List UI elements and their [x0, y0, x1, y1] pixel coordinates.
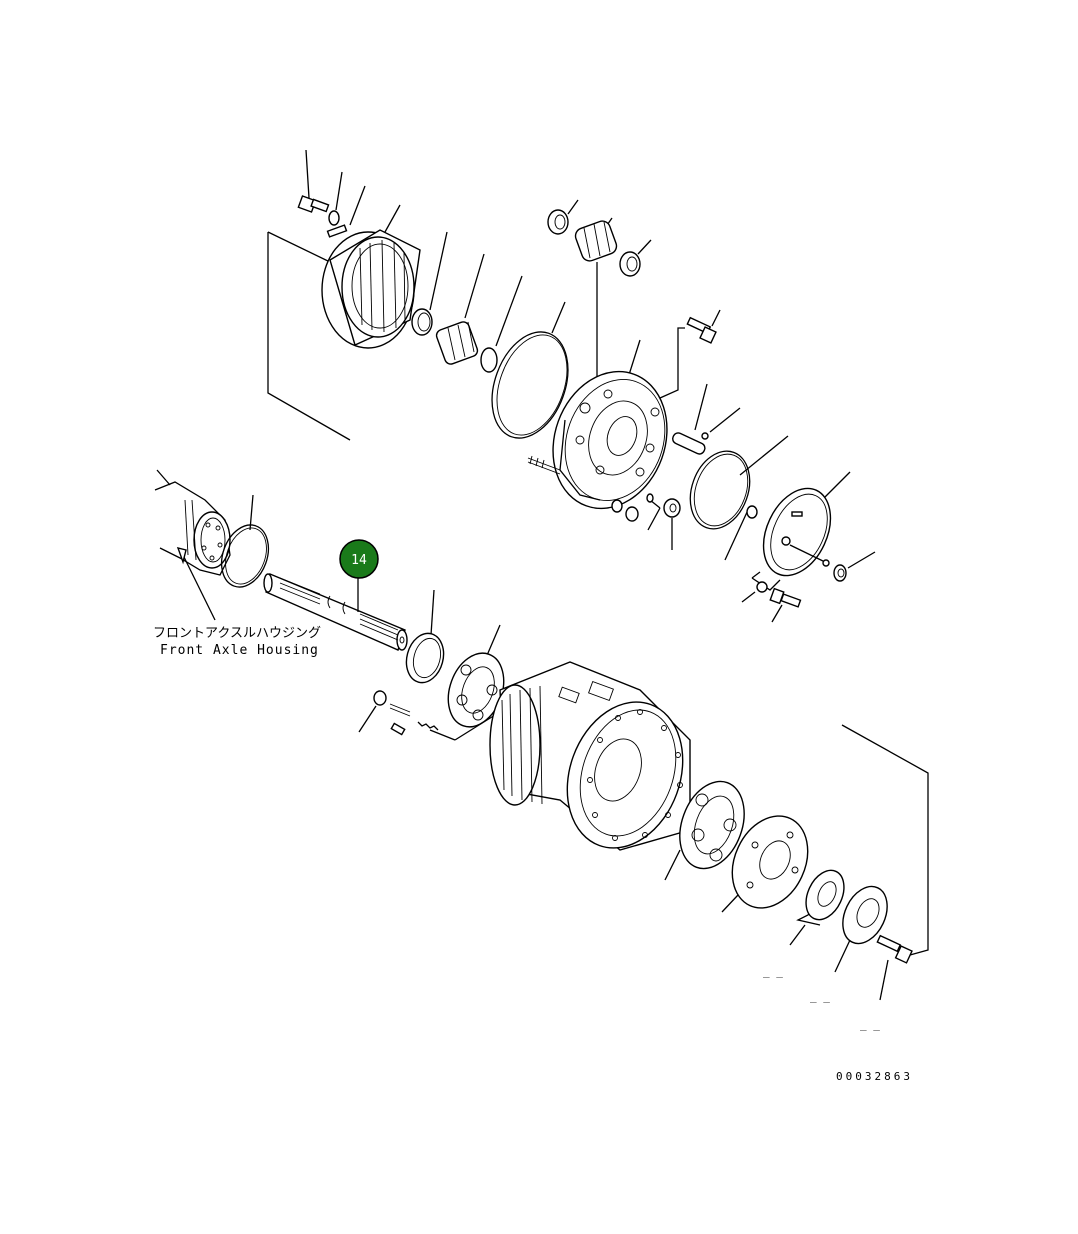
needle-bearing-top	[435, 253, 485, 365]
top-assembly	[267, 149, 876, 623]
flange	[721, 815, 809, 913]
bolt-washer-set	[741, 551, 876, 623]
drawing-number: 00032863	[836, 1070, 913, 1083]
pin-top	[672, 383, 741, 455]
stud	[527, 455, 561, 475]
planet-carrier	[552, 339, 668, 510]
nuts-lower	[611, 493, 661, 531]
wheel-hub	[489, 661, 691, 851]
ref-mark-2: _ _	[810, 990, 830, 1003]
ref-mark-1: _ _	[763, 965, 783, 978]
thrust-plate	[724, 471, 851, 577]
o-ring-right	[689, 435, 789, 530]
key-top	[326, 185, 366, 238]
axle-housing-group: フロントアクスルハウジング Front Axle Housing	[153, 469, 408, 658]
callout-badge[interactable]	[339, 539, 379, 579]
washer-top	[328, 171, 343, 226]
collar-top	[411, 231, 448, 336]
lock-plate	[789, 869, 845, 946]
bolt-top	[297, 149, 330, 213]
cover-plate	[834, 885, 888, 973]
fitting	[663, 498, 681, 550]
callout-number[interactable]: 14	[351, 553, 367, 568]
ref-mark-3: _ _	[860, 1018, 880, 1031]
bolt-bottom	[876, 934, 913, 1001]
axle-housing	[154, 469, 231, 621]
housing-label-jp: フロントアクスルハウジング	[153, 626, 321, 641]
planet-gear-cluster	[547, 199, 652, 385]
housing-label-en: Front Axle Housing	[160, 643, 319, 658]
bottom-assembly: _ _ _ _ _ _	[358, 589, 929, 1031]
bearing-hub	[664, 780, 745, 881]
bolt-carrier	[659, 309, 721, 399]
o-ring-housing	[220, 494, 270, 588]
snap-ring-top	[480, 275, 523, 373]
o-ring-top	[491, 301, 569, 439]
seal	[405, 589, 445, 684]
ring-gear-top	[321, 204, 421, 349]
part-callout-14[interactable]: 14	[339, 539, 379, 579]
axle-shaft	[263, 573, 408, 651]
small-hardware	[358, 690, 496, 741]
